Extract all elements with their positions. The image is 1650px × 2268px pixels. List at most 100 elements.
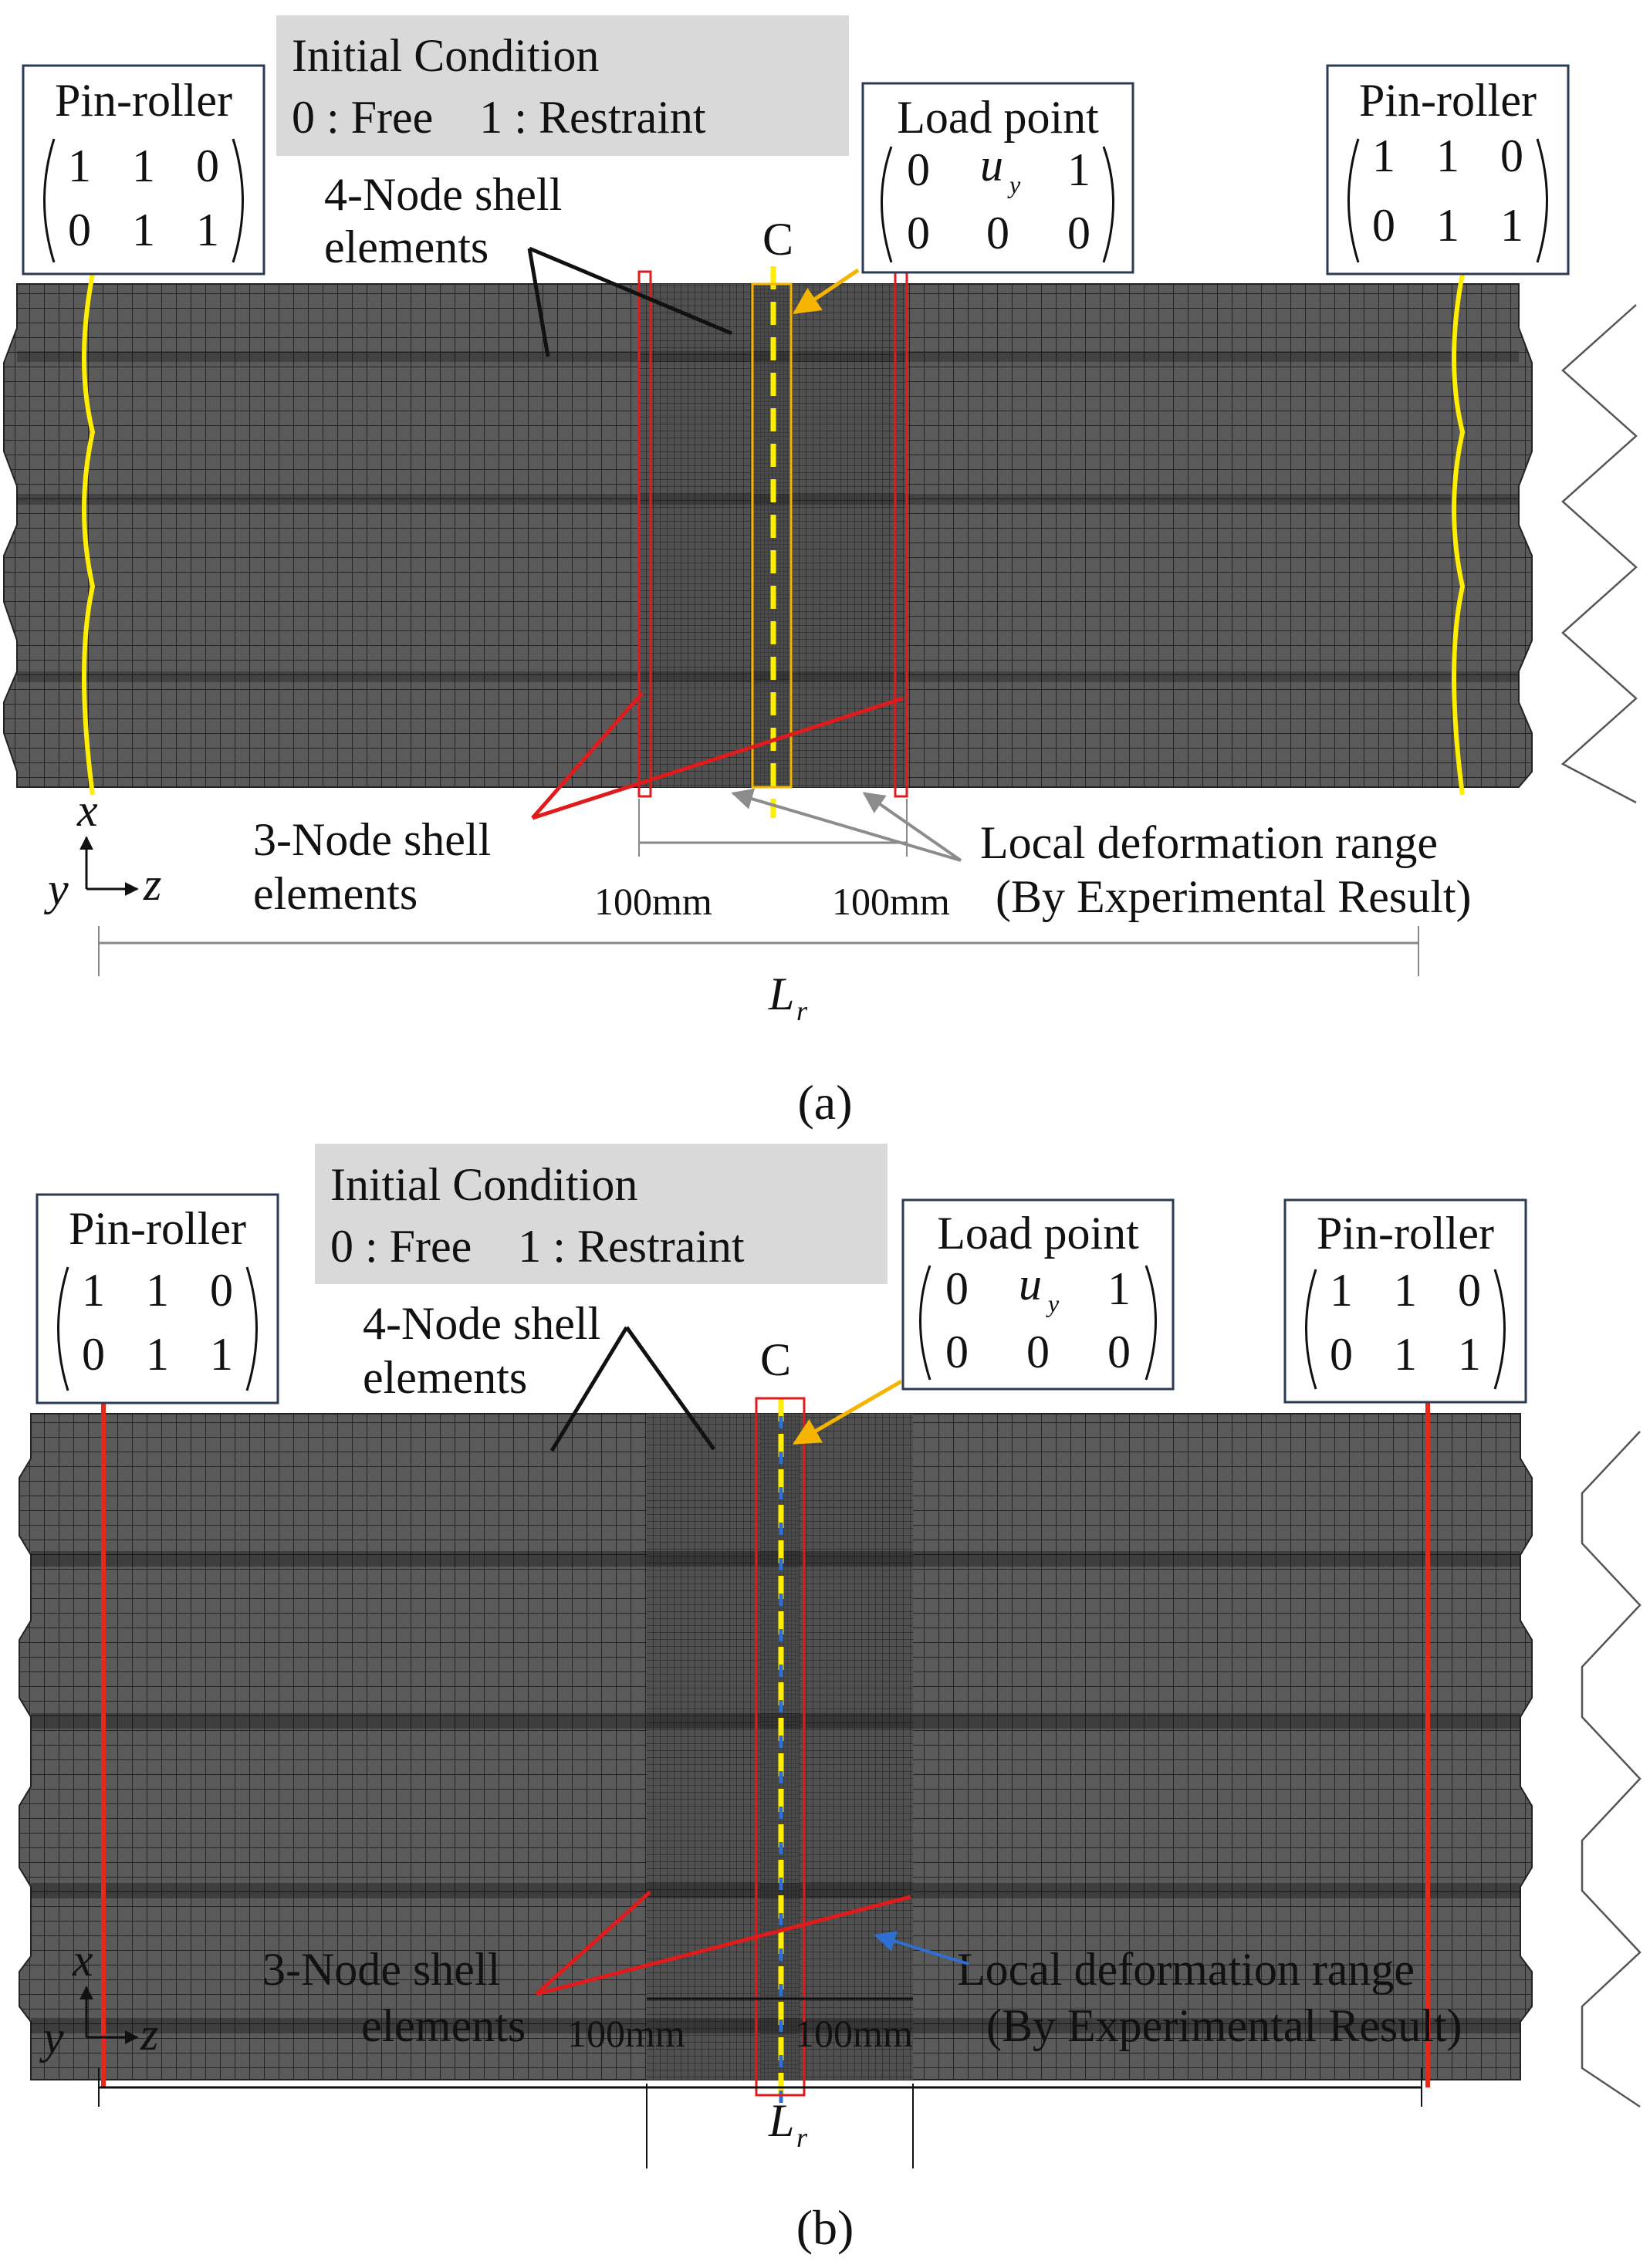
load-region-box-a xyxy=(751,282,793,789)
svg-text:1: 1 xyxy=(1330,1265,1353,1316)
svg-text:0: 0 xyxy=(1500,130,1523,181)
initial-condition-legend-a: 0 : Free 1 : Restraint xyxy=(292,92,706,143)
local-deformation-line2-a: (By Experimental Result) xyxy=(996,871,1472,922)
cross-section-profile-a xyxy=(1560,304,1638,804)
caption-a: (a) xyxy=(797,1075,852,1130)
four-node-label-line2-b: elements xyxy=(363,1352,527,1403)
svg-text:1: 1 xyxy=(146,1329,169,1380)
right-support-line-a xyxy=(1452,273,1466,796)
pin-roller-title-right-b: Pin-roller xyxy=(1317,1208,1494,1259)
dim-left-a: 100mm xyxy=(594,880,712,923)
svg-text:z: z xyxy=(140,2009,158,2060)
svg-text:0: 0 xyxy=(1458,1265,1481,1316)
load-point-box-a xyxy=(861,82,1134,274)
pin-roller-box-left-a xyxy=(22,64,265,275)
svg-text:y: y xyxy=(1007,171,1021,198)
initial-condition-box-b xyxy=(315,1144,888,1284)
four-node-label-line1-a: 4-Node shell xyxy=(324,169,562,220)
svg-text:1: 1 xyxy=(82,1265,105,1316)
initial-condition-title-a: Initial Condition xyxy=(292,30,599,81)
load-point-matrix-b: 0 u y 1 0 0 0 xyxy=(945,1259,1131,1377)
svg-text:1: 1 xyxy=(1394,1265,1417,1316)
mesh-b xyxy=(19,1413,1533,2080)
svg-text:1: 1 xyxy=(1436,130,1459,181)
initial-condition-title-b: Initial Condition xyxy=(330,1159,637,1210)
svg-text:1: 1 xyxy=(132,204,155,255)
svg-text:1: 1 xyxy=(1436,200,1459,251)
load-region-box-b xyxy=(755,1397,806,2097)
four-node-label-line2-a: elements xyxy=(324,221,489,272)
svg-text:r: r xyxy=(796,995,808,1026)
svg-text:y: y xyxy=(39,2012,64,2063)
svg-text:0: 0 xyxy=(196,140,219,191)
svg-text:1: 1 xyxy=(68,140,91,191)
axis-triad-a: x y z xyxy=(43,785,161,914)
dim-right-a: 100mm xyxy=(832,880,950,923)
svg-text:0: 0 xyxy=(1107,1327,1131,1377)
length-label-b: L xyxy=(768,2095,794,2146)
local-deformation-line1-a: Local deformation range xyxy=(980,817,1438,868)
svg-text:1: 1 xyxy=(1394,1329,1417,1380)
svg-text:1: 1 xyxy=(1500,200,1523,251)
svg-text:y: y xyxy=(1046,1289,1060,1317)
mesh-a xyxy=(3,283,1533,788)
svg-text:0: 0 xyxy=(1067,208,1090,259)
svg-text:0: 0 xyxy=(986,208,1009,259)
svg-text:1: 1 xyxy=(132,140,155,191)
svg-text:y: y xyxy=(43,864,69,914)
initial-condition-box-a xyxy=(276,15,849,156)
svg-text:0: 0 xyxy=(82,1329,105,1380)
load-point-box-b xyxy=(901,1198,1175,1391)
load-point-matrix-a: 0 u y 1 0 0 0 xyxy=(907,140,1090,259)
svg-text:1: 1 xyxy=(1458,1329,1481,1380)
initial-condition-legend-b: 0 : Free 1 : Restraint xyxy=(330,1221,745,1272)
svg-text:1: 1 xyxy=(210,1329,233,1380)
pin-roller-matrix-left-a: 1 1 0 0 1 1 xyxy=(68,140,219,255)
svg-text:1: 1 xyxy=(1107,1263,1131,1314)
local-deformation-line2-b: (By Experimental Result) xyxy=(986,2000,1462,2051)
pin-roller-matrix-right-b: 1 1 0 0 1 1 xyxy=(1330,1265,1481,1380)
load-point-title-b: Load point xyxy=(937,1208,1139,1259)
svg-text:0: 0 xyxy=(907,144,930,195)
three-node-label-line1-b: 3-Node shell xyxy=(262,1944,500,1995)
svg-text:1: 1 xyxy=(1372,130,1395,181)
pin-roller-title-left-a: Pin-roller xyxy=(55,75,232,126)
dim-right-b: 100mm xyxy=(795,2012,913,2055)
panel-a: Initial Condition 0 : Free 1 : Restraint… xyxy=(3,15,1638,1130)
svg-text:x: x xyxy=(76,785,98,836)
pin-roller-matrix-left-b: 1 1 0 0 1 1 xyxy=(82,1265,233,1380)
panel-b: Initial Condition 0 : Free 1 : Restraint… xyxy=(19,1144,1642,2255)
svg-text:u: u xyxy=(980,140,1003,191)
dim-left-b: 100mm xyxy=(567,2012,685,2055)
cross-section-profile-b xyxy=(1581,1431,1642,2108)
four-node-label-line1-b: 4-Node shell xyxy=(363,1298,600,1349)
length-label-a: L xyxy=(768,968,794,1019)
pin-roller-box-right-a xyxy=(1326,64,1570,275)
svg-text:x: x xyxy=(72,1935,93,1986)
svg-text:0: 0 xyxy=(1372,200,1395,251)
svg-text:z: z xyxy=(143,859,161,910)
svg-text:0: 0 xyxy=(945,1263,969,1314)
svg-text:0: 0 xyxy=(907,208,930,259)
svg-text:1: 1 xyxy=(1067,144,1090,195)
svg-text:1: 1 xyxy=(196,204,219,255)
three-node-label-line2-a: elements xyxy=(253,868,418,919)
svg-text:0: 0 xyxy=(68,204,91,255)
svg-text:0: 0 xyxy=(210,1265,233,1316)
axis-triad-b: x y z xyxy=(39,1935,158,2063)
load-point-title-a: Load point xyxy=(897,92,1099,143)
svg-text:u: u xyxy=(1019,1259,1042,1310)
center-label-b: C xyxy=(760,1334,791,1385)
svg-text:0: 0 xyxy=(1026,1327,1050,1377)
svg-text:r: r xyxy=(796,2122,808,2153)
three-node-strip-left-a xyxy=(637,270,652,798)
left-support-line-a xyxy=(82,273,96,796)
pin-roller-matrix-right-a: 1 1 0 0 1 1 xyxy=(1372,130,1523,251)
local-deformation-line1-b: Local deformation range xyxy=(957,1944,1415,1995)
pin-roller-title-left-b: Pin-roller xyxy=(69,1203,246,1254)
three-node-label-line2-b: elements xyxy=(361,2000,526,2051)
caption-b: (b) xyxy=(796,2200,854,2255)
svg-text:0: 0 xyxy=(1330,1329,1353,1380)
pin-roller-box-left-b xyxy=(36,1193,279,1404)
pin-roller-title-right-a: Pin-roller xyxy=(1359,75,1537,126)
